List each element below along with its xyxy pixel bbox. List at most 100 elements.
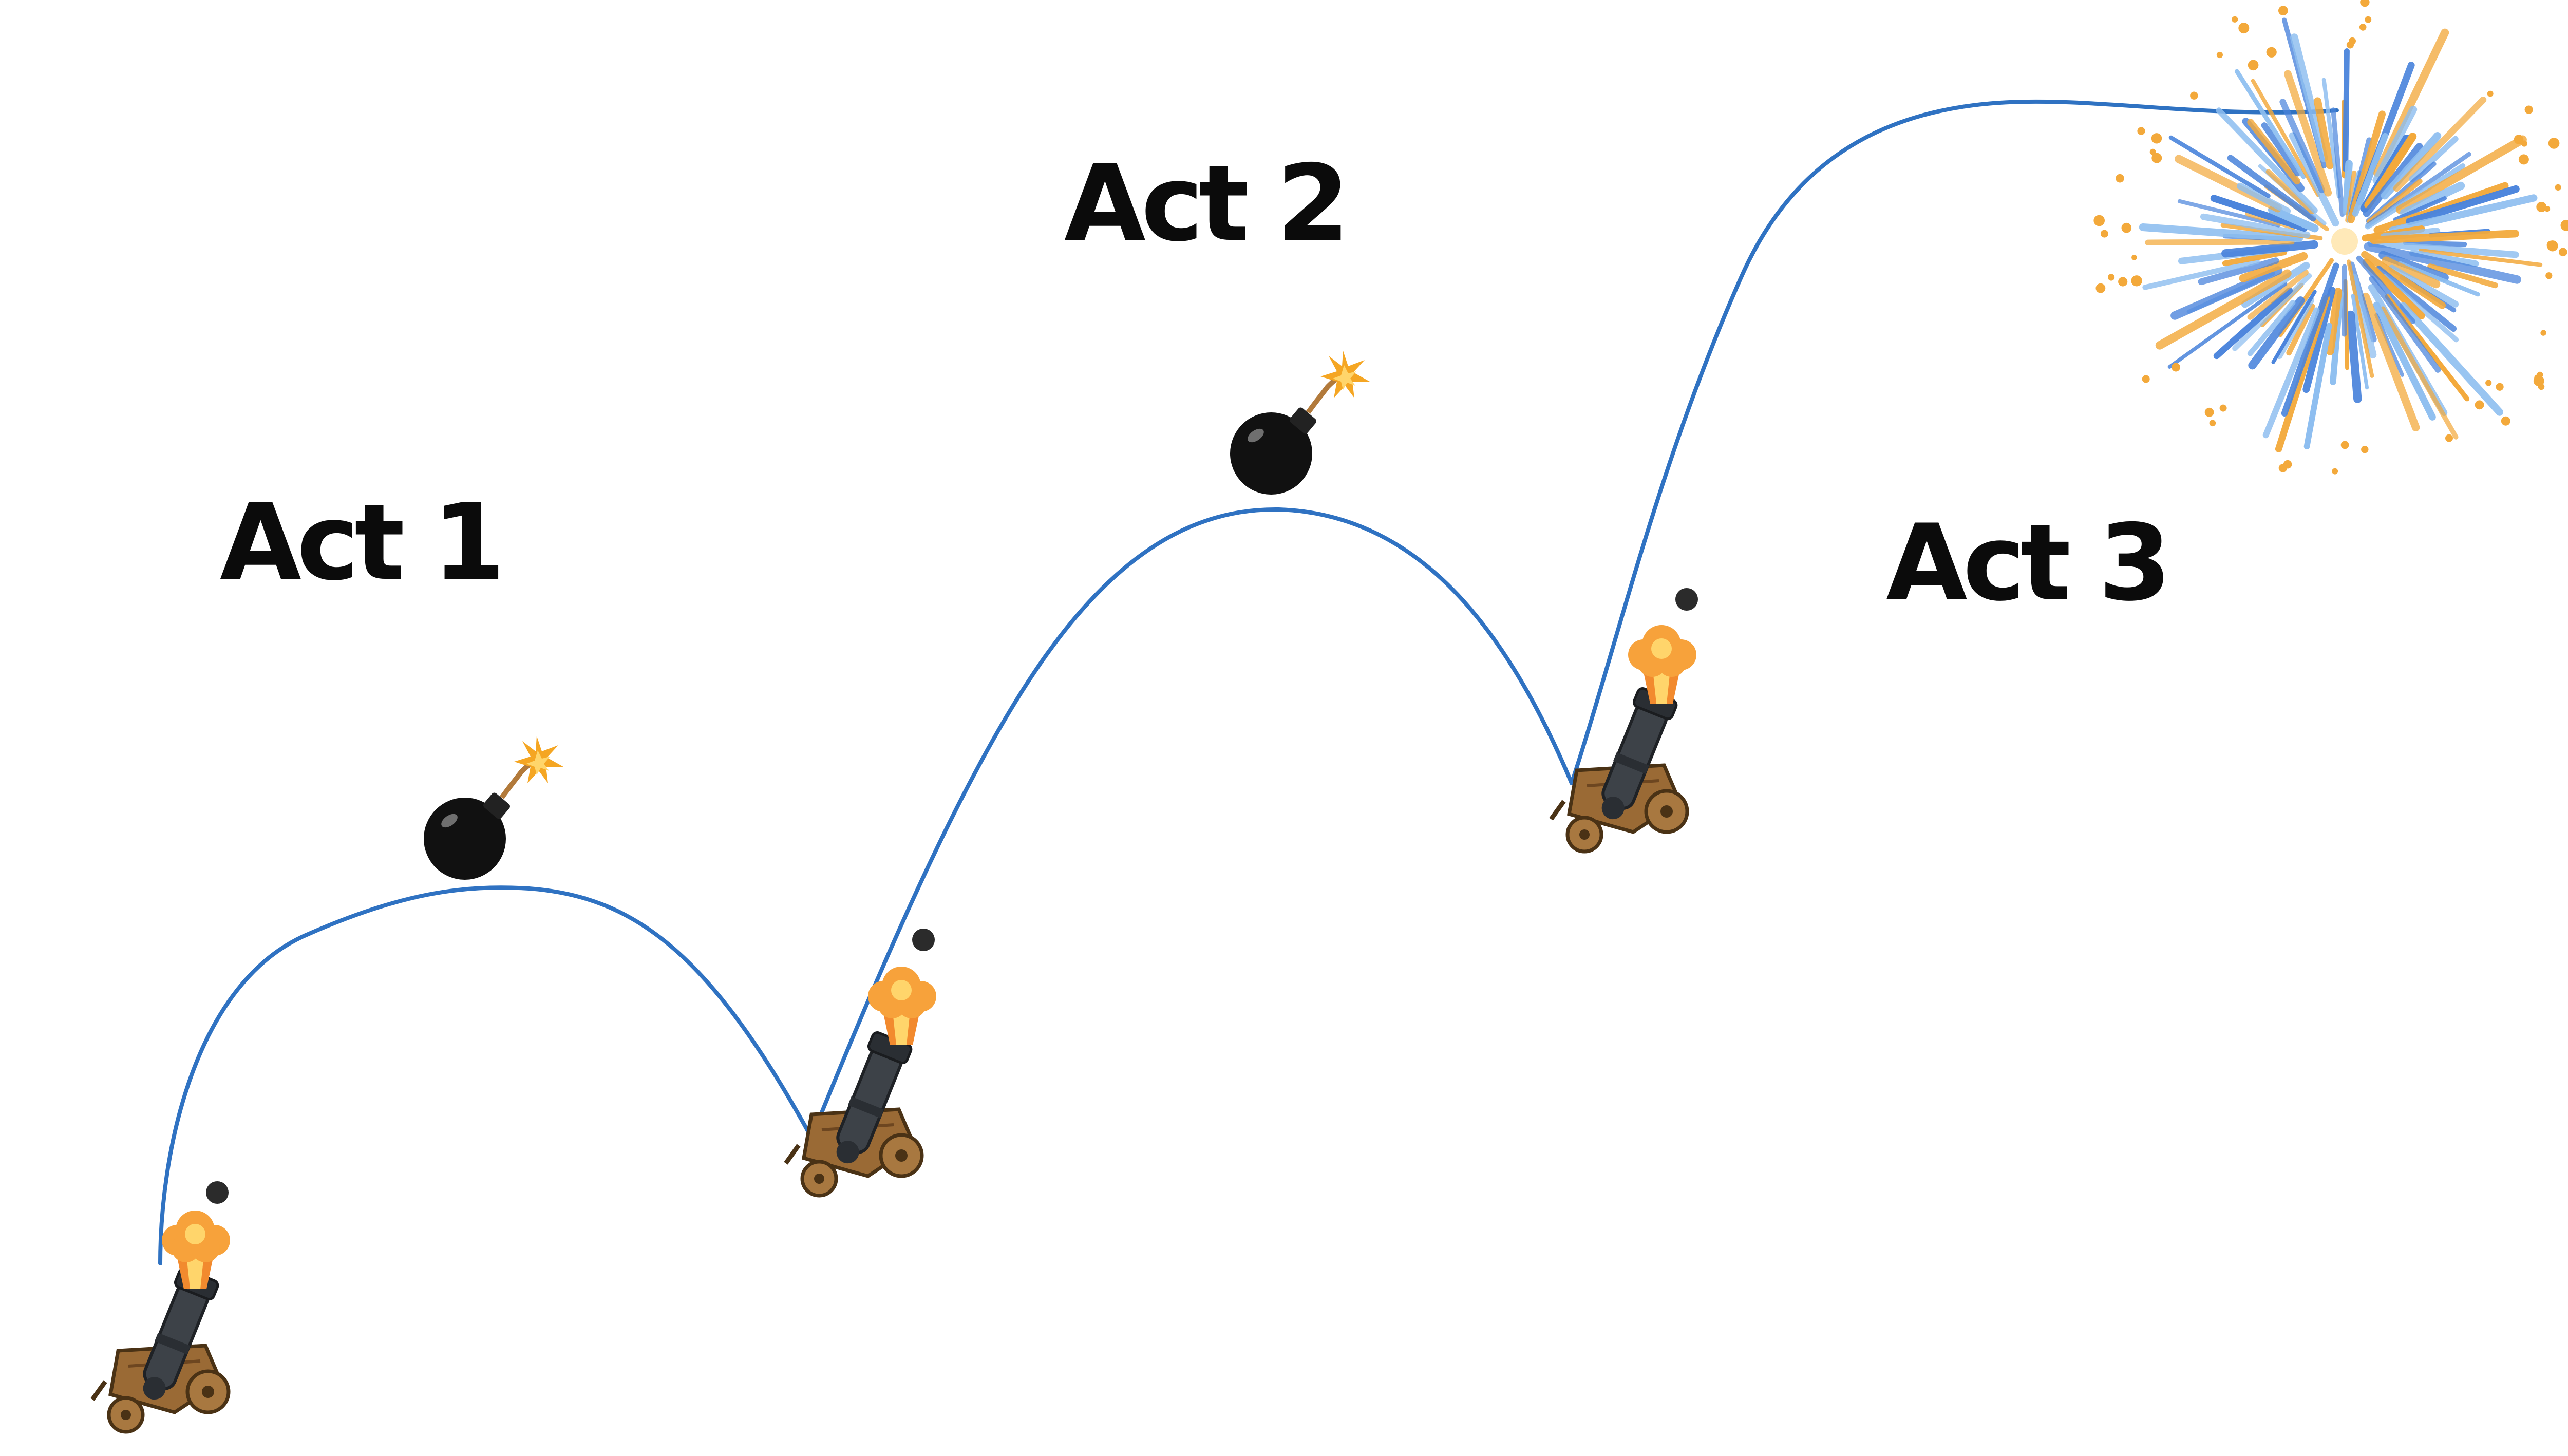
firework-spark — [2360, 0, 2370, 7]
firework-ray — [2388, 194, 2538, 234]
firework-ray — [2281, 262, 2339, 417]
firework-ray — [2343, 48, 2350, 172]
firework-spark — [2232, 16, 2238, 23]
cannon-icon — [1551, 687, 1687, 852]
firework-ray — [2400, 181, 2465, 217]
firework-spark — [2095, 283, 2106, 293]
firework-ray — [2398, 261, 2480, 297]
firework-ray — [2247, 300, 2296, 356]
firework-spark — [2190, 91, 2198, 100]
firework-spark — [2142, 375, 2150, 383]
firework-ray — [2168, 135, 2271, 198]
firework-ray — [2198, 257, 2279, 286]
firework-spark — [2538, 383, 2545, 390]
firework-ray — [2279, 99, 2325, 194]
firework-spark — [2514, 135, 2524, 144]
firework-ray — [2326, 288, 2343, 355]
firework-ray — [2251, 79, 2320, 197]
firework-spark — [2278, 6, 2288, 16]
firework-ray — [2232, 273, 2312, 351]
firework-spark — [2340, 441, 2349, 449]
firework-spark — [2209, 420, 2216, 427]
firework-spark — [2204, 407, 2214, 417]
firework-ray — [2356, 255, 2415, 325]
firework-ray — [2222, 250, 2288, 267]
firework-spark — [2216, 51, 2223, 59]
firework-ray — [2366, 179, 2423, 225]
firework-ray — [2381, 132, 2442, 200]
firework-ray — [2385, 294, 2470, 402]
muzzle-flash-icon — [162, 1211, 230, 1289]
firework-ray — [2213, 287, 2293, 360]
firework-spark — [2501, 416, 2510, 426]
firework-ray — [2403, 240, 2467, 247]
firework-ray — [2265, 169, 2315, 215]
firework-ray — [2375, 266, 2457, 332]
firework-ray — [2361, 251, 2446, 309]
firework-spark — [2131, 255, 2137, 260]
cannonball-icon — [1675, 588, 1698, 611]
firework-spark — [2361, 446, 2369, 453]
cannon-icon — [786, 1031, 922, 1196]
firework-ray — [2142, 259, 2260, 290]
firework-spark — [2121, 222, 2132, 233]
cannonball-icon — [912, 929, 935, 951]
firework-ray — [2234, 69, 2306, 179]
firework-ray — [2248, 296, 2305, 370]
bomb-icon — [1230, 351, 1370, 495]
firework-ray — [2139, 223, 2303, 242]
firework-ray — [2346, 310, 2362, 403]
firework-spark — [2365, 16, 2372, 23]
firework-ray — [2367, 240, 2519, 258]
firework-ray — [2284, 70, 2332, 197]
firework-spark — [2118, 277, 2128, 287]
firework-spark — [2487, 90, 2494, 97]
firework-ray — [2399, 302, 2504, 416]
firework-spark — [2093, 215, 2105, 226]
act-2-label: Act 2 — [1064, 143, 1350, 265]
firework-ray — [2370, 230, 2519, 244]
firework-core — [2331, 228, 2358, 255]
firework-spark — [2219, 404, 2227, 412]
firework-ray — [2261, 122, 2301, 177]
firework-ray — [2170, 266, 2282, 320]
firework-ray — [2343, 160, 2353, 215]
firework-spark — [2359, 24, 2367, 31]
firework-ray — [2227, 155, 2316, 222]
firework-spark — [2559, 248, 2567, 257]
firework-spark — [2560, 219, 2568, 231]
firework-ray — [2388, 264, 2459, 308]
firework-ray — [2145, 238, 2295, 245]
firework-ray — [2351, 294, 2369, 390]
firework-ray — [2342, 264, 2347, 337]
firework-ray — [2331, 107, 2345, 217]
firework-ray — [2286, 303, 2315, 356]
firework-ray — [2372, 105, 2418, 184]
firework-spark — [2332, 468, 2338, 475]
firework-spark — [2149, 148, 2156, 155]
firework-ray — [2362, 292, 2420, 431]
firework-ray — [2393, 196, 2447, 222]
firework-ray — [2313, 97, 2334, 169]
firework-spark — [2524, 105, 2533, 114]
firework-spark — [2485, 380, 2492, 386]
firework-ray — [2369, 276, 2441, 373]
firework-spark — [2540, 330, 2546, 336]
firework-spark — [2151, 153, 2162, 163]
firework-ray — [2350, 273, 2377, 359]
firework-spark — [2108, 274, 2115, 281]
firework-spark — [2266, 47, 2277, 58]
firework-ray — [2364, 242, 2521, 284]
firework-ray — [2268, 205, 2319, 233]
cannonball-icon — [206, 1181, 229, 1204]
trajectory-line — [158, 99, 2339, 1265]
firework-ray — [2352, 133, 2388, 217]
firework-ray — [2271, 290, 2317, 364]
firework-ray — [2373, 182, 2509, 234]
firework-ray — [2210, 195, 2308, 232]
firework-ray — [2321, 78, 2341, 199]
firework-ray — [2382, 256, 2441, 289]
fireworks-icon — [2093, 0, 2568, 475]
firework-ray — [2221, 240, 2318, 258]
